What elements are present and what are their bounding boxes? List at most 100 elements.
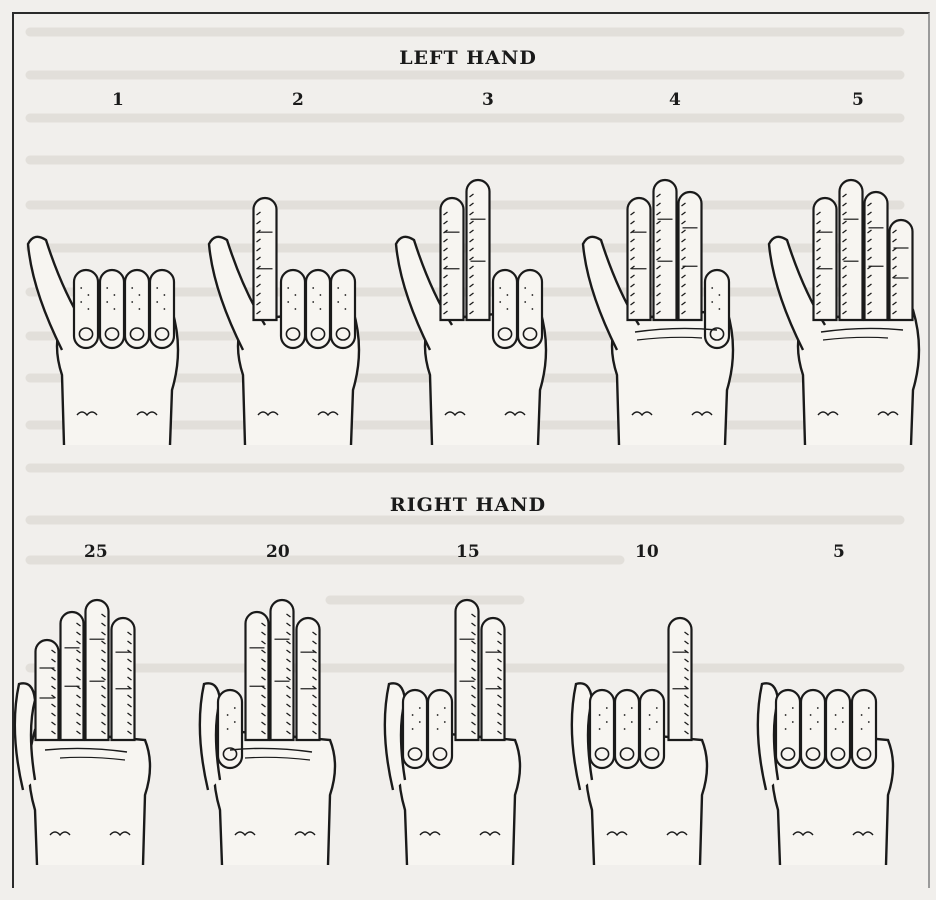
raised-finger (61, 612, 84, 740)
stipple-dot (524, 301, 526, 303)
left-count-label: 1 (112, 90, 124, 110)
stipple-dot (164, 294, 166, 296)
stipple-dot (649, 728, 651, 730)
folded-finger (150, 270, 174, 348)
stipple-dot (437, 714, 439, 716)
stipple-dot (131, 301, 133, 303)
stipple-dot (234, 721, 236, 723)
folded-finger (826, 690, 850, 768)
folded-finger (518, 270, 542, 348)
right-hand-title: RIGHT HAND (0, 494, 936, 516)
folded-finger (125, 270, 149, 348)
stipple-dot (419, 721, 421, 723)
stipple-dot (419, 707, 421, 709)
stipple-dot (792, 721, 794, 723)
stipple-dot (437, 728, 439, 730)
stipple-dot (227, 714, 229, 716)
right-count-label: 20 (266, 542, 290, 562)
stipple-dot (345, 294, 347, 296)
stipple-dot (656, 707, 658, 709)
stipple-dot (295, 294, 297, 296)
stipple-dot (532, 308, 534, 310)
stipple-dot (412, 728, 414, 730)
stipple-dot (711, 301, 713, 303)
hand-svg (203, 160, 373, 450)
right-count-label: 25 (84, 542, 108, 562)
stipple-dot (156, 301, 158, 303)
stipple-dot (606, 707, 608, 709)
stipple-dot (656, 721, 658, 723)
left-count-label: 2 (292, 90, 304, 110)
stipple-dot (227, 728, 229, 730)
hand-svg (385, 580, 555, 870)
stipple-dot (868, 721, 870, 723)
stipple-dot (861, 728, 863, 730)
hand-svg (22, 160, 192, 450)
raised-finger (246, 612, 269, 740)
folded-finger (281, 270, 305, 348)
stipple-dot (817, 721, 819, 723)
stipple-dot (792, 707, 794, 709)
right-hand-10-illustration (572, 580, 742, 870)
folded-finger (74, 270, 98, 348)
folded-finger (776, 690, 800, 768)
stipple-dot (507, 308, 509, 310)
right-hand-5-illustration (758, 580, 928, 870)
stipple-dot (106, 287, 108, 289)
stipple-dot (337, 287, 339, 289)
stipple-dot (234, 707, 236, 709)
folded-finger (705, 270, 729, 348)
stipple-dot (810, 714, 812, 716)
left-hand-title: LEFT HAND (0, 47, 936, 69)
right-hand-15-illustration (385, 580, 555, 870)
hand-svg (763, 160, 933, 450)
stipple-dot (719, 308, 721, 310)
hand-svg (572, 580, 742, 870)
left-count-label: 4 (669, 90, 681, 110)
right-hand-20-illustration (200, 580, 370, 870)
stipple-dot (532, 294, 534, 296)
stipple-dot (80, 287, 82, 289)
stipple-dot (312, 301, 314, 303)
stipple-dot (785, 714, 787, 716)
hand-svg (390, 160, 560, 450)
stipple-dot (80, 301, 82, 303)
stipple-dot (810, 728, 812, 730)
stipple-dot (606, 721, 608, 723)
stipple-dot (345, 308, 347, 310)
stipple-dot (295, 308, 297, 310)
stipple-dot (711, 287, 713, 289)
stipple-dot (320, 294, 322, 296)
hand-svg (15, 580, 185, 870)
folded-finger (331, 270, 355, 348)
hand-svg (200, 580, 370, 870)
stipple-dot (156, 287, 158, 289)
stipple-dot (861, 714, 863, 716)
right-count-label: 10 (635, 542, 659, 562)
stipple-dot (817, 707, 819, 709)
stipple-dot (287, 287, 289, 289)
stipple-dot (842, 707, 844, 709)
thumb (15, 683, 35, 790)
folded-finger (306, 270, 330, 348)
stipple-dot (114, 308, 116, 310)
folded-finger (801, 690, 825, 768)
stipple-dot (412, 714, 414, 716)
stipple-dot (599, 714, 601, 716)
folded-finger (590, 690, 614, 768)
left-hand-5-fingers-illustration (763, 160, 933, 450)
stipple-dot (499, 287, 501, 289)
left-hand-4-fingers-illustration (577, 160, 747, 450)
stipple-dot (835, 714, 837, 716)
stipple-dot (444, 721, 446, 723)
left-count-label: 3 (482, 90, 494, 110)
stipple-dot (835, 728, 837, 730)
raised-finger (679, 192, 702, 320)
folded-finger (403, 690, 427, 768)
left-hand-3-fingers-illustration (390, 160, 560, 450)
stipple-dot (631, 721, 633, 723)
left-count-label: 5 (852, 90, 864, 110)
hand-svg (758, 580, 928, 870)
stipple-dot (868, 707, 870, 709)
left-hand-1-finger-illustration (22, 160, 192, 450)
